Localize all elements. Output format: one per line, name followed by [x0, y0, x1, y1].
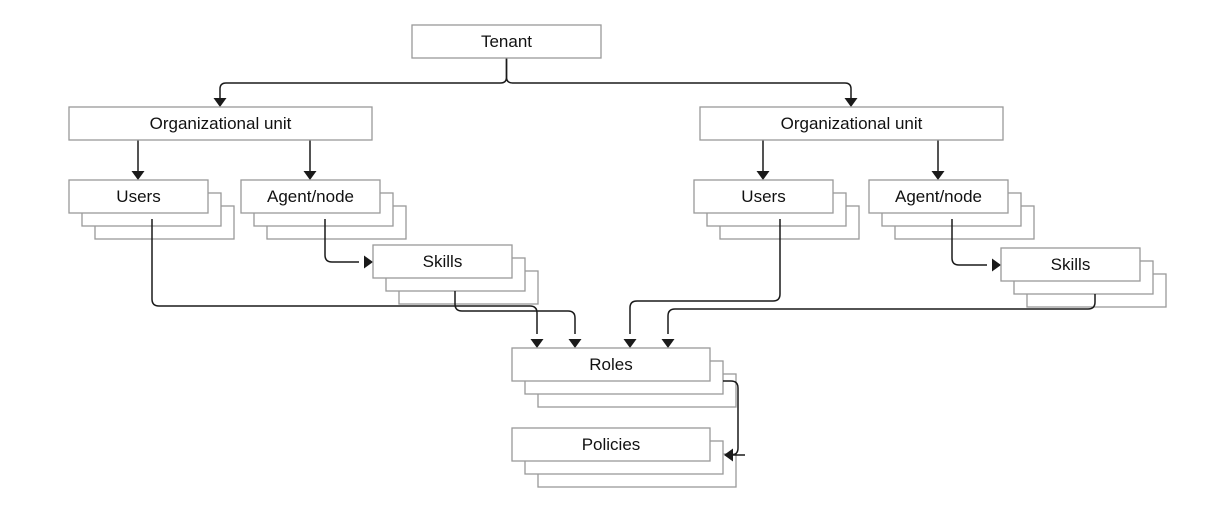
edge-agent-right-to-skills-right [951, 219, 987, 266]
edge-tenant-to-org-right [505, 58, 852, 100]
node-skills-right[interactable]: Skills [1000, 247, 1141, 282]
node-skills-left[interactable]: Skills [372, 244, 513, 279]
edge-roles-to-policies [723, 380, 745, 456]
node-users-right[interactable]: Users [693, 179, 834, 214]
node-box [240, 179, 381, 214]
edge-users-right-to-roles [629, 219, 781, 334]
node-box [511, 427, 711, 462]
arrowhead-icon [364, 255, 373, 269]
node-box [372, 244, 513, 279]
arrowhead-icon [756, 171, 770, 180]
arrowhead-icon [844, 98, 858, 107]
edge-connectors [131, 58, 1096, 462]
arrowhead-icon [303, 171, 317, 180]
arrowhead-icon [213, 98, 227, 107]
node-box [68, 179, 209, 214]
arrowhead-icon [931, 171, 945, 180]
arrowhead-icon [724, 448, 733, 462]
node-org-unit-left[interactable]: Organizational unit [68, 106, 373, 141]
node-box [693, 179, 834, 214]
arrowhead-icon [131, 171, 145, 180]
edge-agent-left-to-skills-left [324, 219, 359, 263]
arrowhead-icon [992, 258, 1001, 272]
node-box [68, 106, 373, 141]
node-box [699, 106, 1004, 141]
edge-skills-left-to-roles [454, 291, 576, 334]
edge-tenant-to-org-left [219, 58, 508, 100]
node-box [511, 347, 711, 382]
node-agent-node-right[interactable]: Agent/node [868, 179, 1009, 214]
node-box [1000, 247, 1141, 282]
arrowhead-icon [568, 339, 582, 348]
node-agent-node-left[interactable]: Agent/node [240, 179, 381, 214]
node-tenant[interactable]: Tenant [411, 24, 602, 59]
node-policies[interactable]: Policies [511, 427, 711, 462]
arrowhead-icon [661, 339, 675, 348]
edge-skills-right-to-roles [667, 294, 1096, 334]
edge-users-left-to-roles [151, 219, 538, 334]
arrowhead-icon [623, 339, 637, 348]
node-box [868, 179, 1009, 214]
node-roles[interactable]: Roles [511, 347, 711, 382]
node-box [411, 24, 602, 59]
node-users-left[interactable]: Users [68, 179, 209, 214]
node-org-unit-right[interactable]: Organizational unit [699, 106, 1004, 141]
arrowhead-icon [530, 339, 544, 348]
